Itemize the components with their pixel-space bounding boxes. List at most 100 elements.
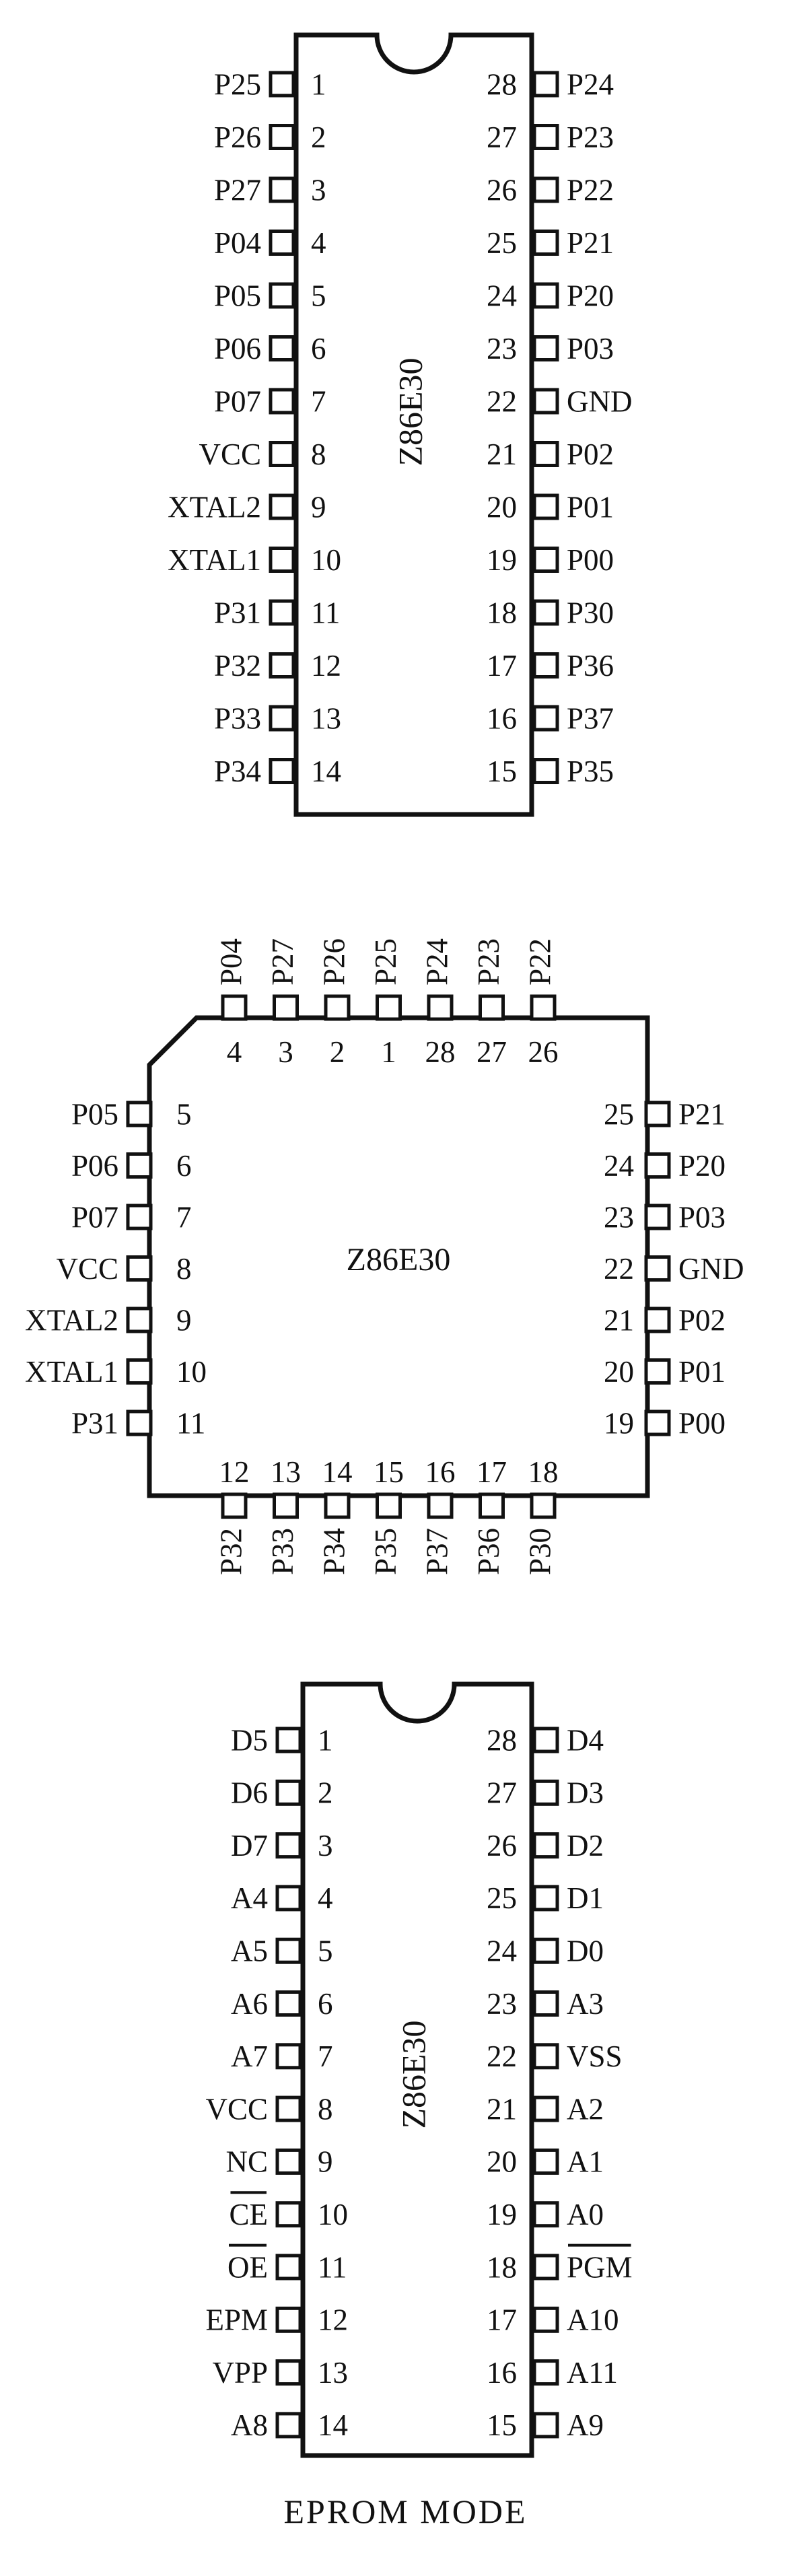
pin-gnd-label: GND [678, 1252, 744, 1286]
pin-23-number: 23 [604, 1200, 634, 1234]
pin-19-number: 19 [604, 1406, 634, 1440]
pin-xtal1-label: XTAL1 [168, 543, 261, 577]
pin-25-box [532, 1885, 559, 1912]
pin-2-box [275, 1779, 302, 1806]
pin-13-box [269, 705, 295, 732]
pin-4-number: 4 [318, 1881, 333, 1915]
pin-14-box [324, 1492, 351, 1519]
pin-p04-label: P04 [214, 226, 261, 260]
pin-p05-label: P05 [71, 1097, 118, 1131]
pin-p32-label: P32 [214, 1528, 248, 1575]
pin-20-number: 20 [487, 2145, 517, 2179]
pin-19-number: 19 [487, 2198, 517, 2231]
pin-7-box [269, 388, 295, 415]
pin-22-box [644, 1255, 671, 1282]
pin-24-number: 24 [487, 279, 517, 312]
pin-p00-label: P00 [678, 1406, 726, 1440]
pin-18-box [532, 2254, 559, 2281]
pin-25-number: 25 [604, 1097, 634, 1131]
pin-3-box [275, 1832, 302, 1859]
pin-26-box [532, 176, 559, 203]
pin-5-box [275, 1937, 302, 1964]
pin-17-box [532, 652, 559, 678]
pin-2-number: 2 [311, 120, 326, 154]
pin-11-box [275, 2254, 302, 2281]
pin-p23-label: P23 [567, 120, 614, 154]
pin-21-box [644, 1307, 671, 1333]
pin-23-box [644, 1204, 671, 1230]
pin-24-number: 24 [487, 1935, 517, 1968]
pin-13-box [273, 1492, 299, 1519]
pin-p36-label: P36 [567, 649, 614, 683]
pin-16-number: 16 [487, 2356, 517, 2390]
pin-1-number: 1 [381, 1035, 396, 1069]
pin-24-box [532, 1937, 559, 1964]
pin-22-box [532, 388, 559, 415]
pin-22-number: 22 [604, 1252, 634, 1286]
pin-16-box [427, 1492, 454, 1519]
pin-p26-label: P26 [317, 938, 351, 985]
pin-2-number: 2 [330, 1035, 345, 1069]
pin-p21-label: P21 [567, 226, 614, 260]
pin-9-box [269, 493, 295, 520]
pin-25-box [532, 230, 559, 256]
pin-3-number: 3 [278, 1035, 293, 1069]
pin-p01-label: P01 [678, 1355, 726, 1389]
pin-5-number: 5 [311, 279, 326, 312]
pin-20-box [532, 2148, 559, 2175]
pin-p21-label: P21 [678, 1097, 726, 1131]
pin-13-number: 13 [318, 2356, 348, 2390]
pin-17-number: 17 [487, 2303, 517, 2337]
pin-p33-label: P33 [266, 1528, 299, 1575]
pin-13-number: 13 [311, 701, 341, 735]
pin-p07-label: P07 [214, 384, 261, 418]
pin-11-number: 11 [311, 596, 340, 629]
pin-8-number: 8 [311, 438, 326, 471]
pin-15-number: 15 [374, 1455, 404, 1489]
pin-d2-label: D2 [567, 1829, 604, 1863]
pin-16-number: 16 [487, 701, 517, 735]
pin-15-number: 15 [487, 2408, 517, 2442]
dip-pinout-group: 1P252P263P274P045P056P067P078VCC9XTAL210… [168, 32, 633, 817]
pin-17-number: 17 [477, 1455, 507, 1489]
pin-a10-label: A10 [567, 2303, 619, 2337]
pin-19-box [644, 1409, 671, 1436]
pin-p35-label: P35 [369, 1528, 402, 1575]
pin-a5-label: A5 [231, 1935, 268, 1968]
pin-28-number: 28 [487, 1723, 517, 1757]
pin-21-number: 21 [604, 1303, 634, 1337]
pin-8-number: 8 [176, 1252, 192, 1286]
pin-p22-label: P22 [567, 173, 614, 207]
pin-9-box [126, 1307, 153, 1333]
pin-p30-label: P30 [523, 1528, 557, 1575]
pin-20-box [532, 493, 559, 520]
pin-17-box [479, 1492, 505, 1519]
pin-xtal2-label: XTAL2 [25, 1303, 118, 1337]
pin-3-number: 3 [311, 173, 326, 207]
pin-d7-label: D7 [231, 1829, 268, 1863]
pin-p23-label: P23 [472, 938, 505, 985]
pin-23-number: 23 [487, 1987, 517, 2021]
pin-2-box [269, 124, 295, 150]
pin-14-box [275, 2412, 302, 2439]
pin-14-number: 14 [318, 2408, 348, 2442]
pin-22-box [532, 2043, 559, 2070]
pin-p30-label: P30 [567, 596, 614, 629]
pin-28-box [427, 994, 454, 1021]
pin-28-box [532, 1727, 559, 1753]
pin-2-number: 2 [318, 1776, 333, 1810]
pin-7-number: 7 [311, 384, 326, 418]
pin-1-number: 1 [311, 67, 326, 101]
pin-27-number: 27 [487, 1776, 517, 1810]
pin-11-number: 11 [318, 2250, 347, 2284]
pin-17-box [532, 2306, 559, 2333]
pin-vcc-label: VCC [199, 438, 261, 471]
pin-xtal2-label: XTAL2 [168, 490, 261, 524]
pin-8-box [275, 2095, 302, 2122]
pin-17-number: 17 [487, 649, 517, 683]
pin-20-box [644, 1358, 671, 1385]
eprom-pinout-chip-body [300, 1681, 534, 2458]
pin-a1-label: A1 [567, 2145, 604, 2179]
pin-26-box [532, 1832, 559, 1859]
pin-6-number: 6 [311, 332, 326, 365]
